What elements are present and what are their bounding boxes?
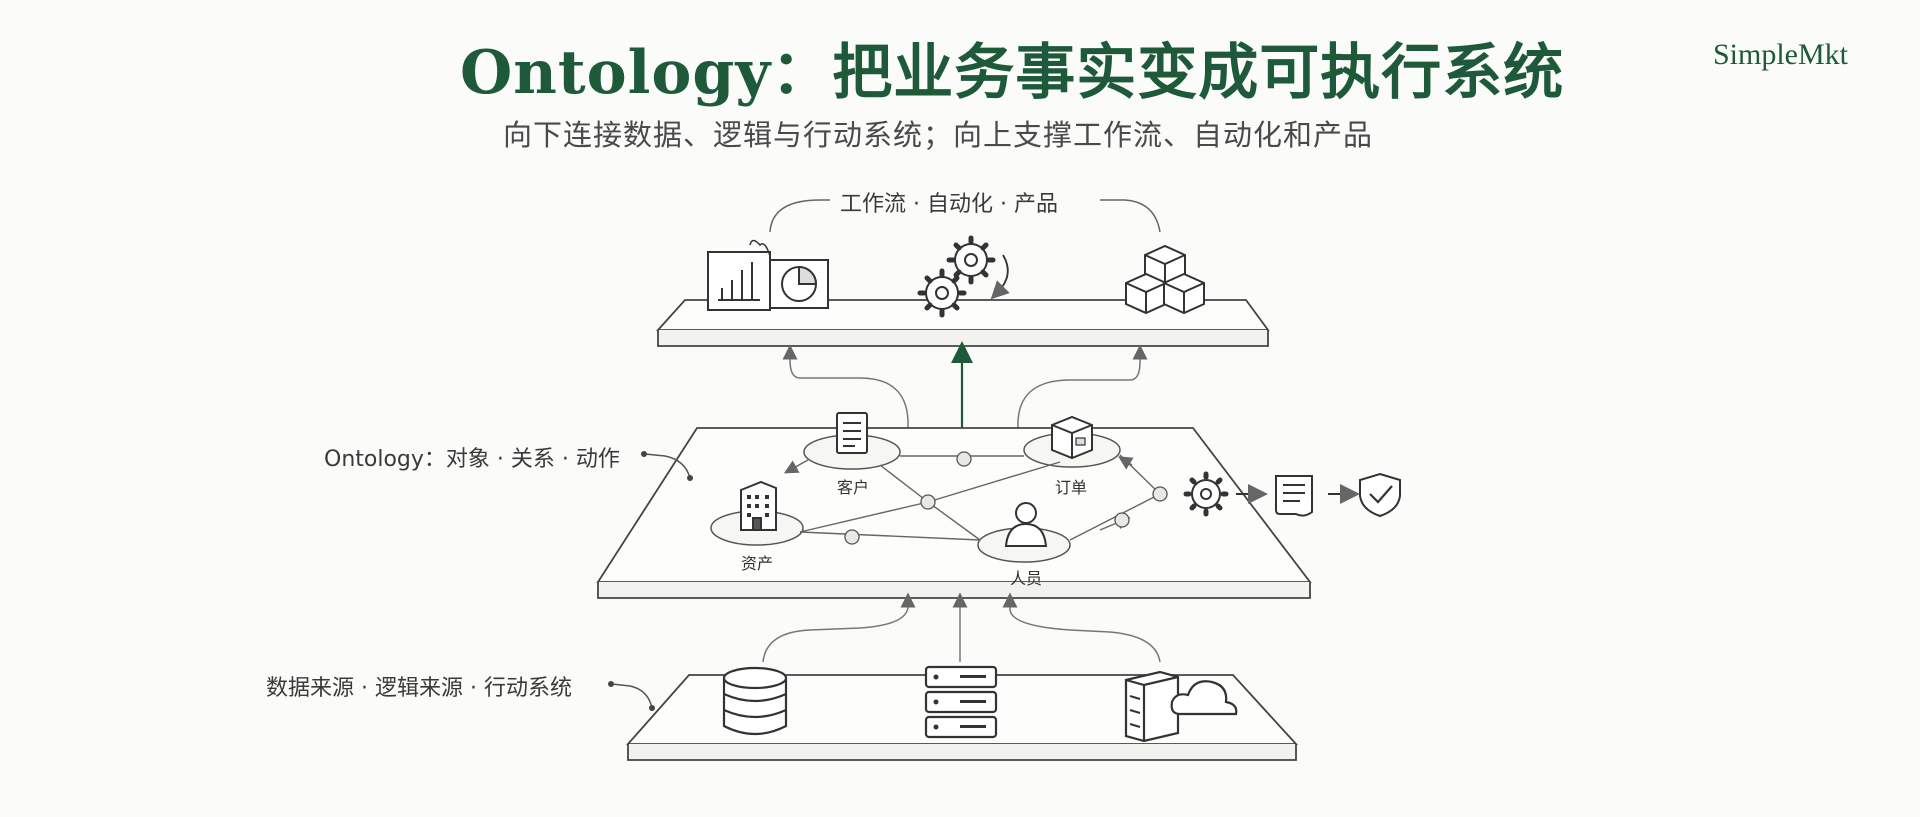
node-label-asset: 资产 xyxy=(741,554,774,573)
bottom-layer-dot xyxy=(649,705,655,711)
brand-logo-text: SimpleMkt xyxy=(1712,38,1848,71)
page-title: Ontology：把业务事实变成可执行系统 xyxy=(460,38,1565,108)
upward-connector-arrows xyxy=(782,344,1148,429)
bottom-label-dot xyxy=(608,681,614,687)
analytics-chart-icon xyxy=(707,239,771,311)
action-document-icon xyxy=(1275,475,1313,517)
middle-label-pointer xyxy=(644,453,691,479)
server-cloud-icon xyxy=(1124,670,1238,743)
order-package-icon xyxy=(1051,415,1093,460)
server-stack-icon xyxy=(924,665,998,739)
middle-layer-label: Ontology：对象 · 关系 · 动作 xyxy=(324,447,620,472)
top-layer-label: 工作流 · 自动化 · 产品 xyxy=(840,192,1058,217)
bottom-layer-label: 数据来源 · 逻辑来源 · 行动系统 xyxy=(266,676,572,701)
middle-label-dot xyxy=(641,451,647,457)
product-cubes-icon xyxy=(1125,244,1205,315)
asset-building-icon xyxy=(740,480,777,531)
node-label-customer: 客户 xyxy=(837,478,870,497)
bottom-label-pointer xyxy=(611,683,653,709)
shield-check-icon xyxy=(1359,472,1401,518)
pie-chart-icon xyxy=(769,259,829,309)
node-label-person: 人员 xyxy=(1010,569,1043,588)
middle-layer-dot xyxy=(687,475,693,481)
node-label-order: 订单 xyxy=(1055,478,1088,497)
relation-joints xyxy=(844,451,1168,545)
customer-document-icon xyxy=(836,412,868,454)
action-gear-icon xyxy=(1183,471,1229,517)
person-user-icon xyxy=(1004,502,1048,547)
automation-gears-icon xyxy=(917,235,1010,318)
page-subtitle: 向下连接数据、逻辑与行动系统；向上支撑工作流、自动化和产品 xyxy=(503,118,1374,152)
node-halos xyxy=(710,432,1121,563)
database-icon xyxy=(722,666,788,736)
bottom-connector-arrows xyxy=(762,592,1161,663)
middle-layer-platform xyxy=(596,427,1312,599)
top-label-bracket xyxy=(769,199,1161,233)
